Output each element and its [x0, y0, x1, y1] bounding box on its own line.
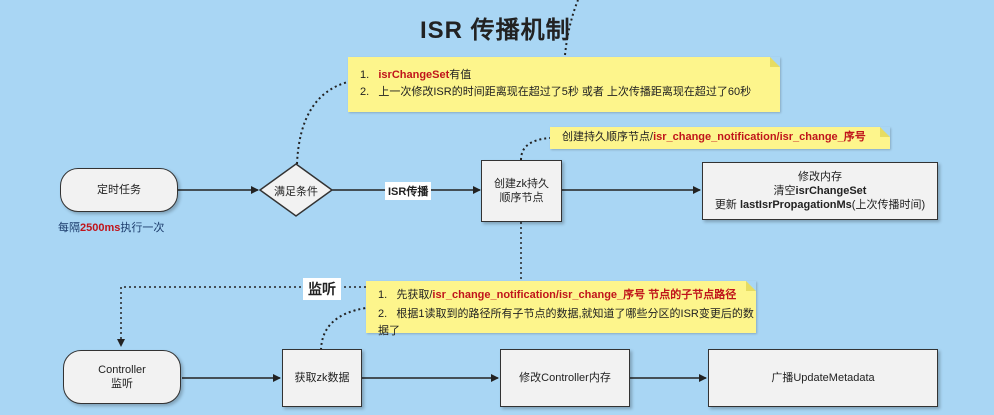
- timer-task-node: 定时任务: [60, 168, 178, 212]
- listen-note-link: [320, 307, 367, 351]
- get-zk-node: 获取zk数据: [282, 349, 362, 407]
- broadcast-node: 广播UpdateMetadata: [708, 349, 938, 407]
- condition-diamond: [258, 163, 334, 217]
- listen-note: 1. 先获取/isr_change_notification/isr_chang…: [366, 281, 756, 337]
- controller-node: Controller 监听: [63, 350, 181, 404]
- note-fold: [880, 127, 890, 137]
- zkpath-note-link: [520, 137, 551, 161]
- condition-note-link: [296, 81, 349, 165]
- condition-note-item-2: 2. 上一次修改ISR的时间距离现在超过了5秒 或者 上次传播距离现在超过了60…: [360, 86, 752, 98]
- page-title: ISR 传播机制: [420, 17, 571, 44]
- modify-controller-node: 修改Controller内存: [500, 349, 630, 407]
- listen-label: 监听: [303, 278, 341, 300]
- condition-note-item-1: 1. isrChangeSet有值: [360, 69, 472, 81]
- zk-path-note: 创建持久顺序节点/isr_change_notification/isr_cha…: [550, 127, 890, 149]
- listen-note-item-2: 2. 根据1读取到的路径所有子节点的数据,就知道了哪些分区的ISR变更后的数据了: [378, 308, 754, 337]
- listen-note-item-1: 1. 先获取/isr_change_notification/isr_chang…: [378, 289, 737, 301]
- update-memory-node: 修改内存 清空isrChangeSet 更新 lastIsrPropagatio…: [702, 162, 938, 220]
- timer-interval-caption: 每隔2500ms执行一次: [58, 222, 165, 234]
- note-fold: [770, 57, 780, 67]
- condition-note: 1. isrChangeSet有值 2. 上一次修改ISR的时间距离现在超过了5…: [348, 57, 780, 112]
- condition-label: 满足条件: [274, 186, 318, 198]
- create-zk-node: 创建zk持久 顺序节点: [481, 160, 562, 222]
- isr-propagate-label: ISR传播: [385, 182, 432, 200]
- note-fold: [746, 281, 756, 291]
